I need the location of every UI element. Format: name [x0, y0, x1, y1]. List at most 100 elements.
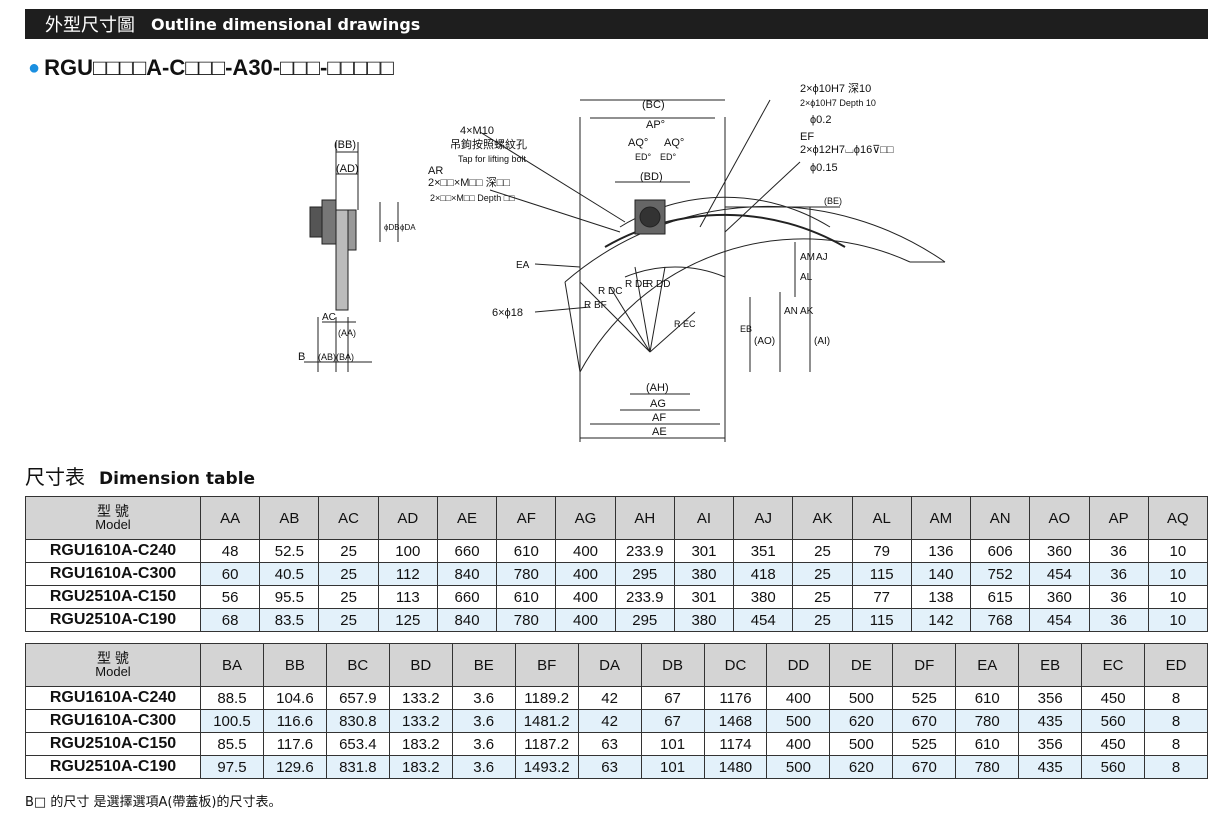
model-cell: RGU1610A-C300 [25, 562, 201, 586]
value-cell: 840 [436, 562, 498, 586]
value-cell: 660 [436, 539, 498, 563]
label-ar-spec: 2×□□×M□□ 深□□ [428, 176, 510, 189]
value-cell: 560 [1081, 755, 1146, 779]
value-cell: 101 [640, 755, 705, 779]
value-cell: 3.6 [451, 755, 516, 779]
value-cell: 620 [829, 709, 894, 733]
value-cell: 657.9 [325, 686, 390, 710]
value-cell: 42 [577, 709, 642, 733]
heading-en: Dimension table [99, 469, 256, 489]
title-zh: 外型尺寸圖 [45, 15, 135, 36]
value-cell: 780 [955, 709, 1020, 733]
label-ar-spec-en: 2×□□×M□□ Depth □□ [430, 193, 515, 203]
value-cell: 116.6 [262, 709, 327, 733]
value-cell: 380 [733, 585, 794, 609]
label-db: ϕDB [384, 223, 400, 232]
value-cell: 112 [377, 562, 438, 586]
column-header: AF [496, 496, 557, 540]
value-cell: 400 [766, 686, 831, 710]
label-bb: (BB) [334, 139, 356, 151]
value-cell: 36 [1088, 585, 1149, 609]
value-cell: 295 [614, 608, 675, 632]
value-cell: 450 [1081, 686, 1146, 710]
value-cell: 140 [910, 562, 972, 586]
value-cell: 125 [377, 608, 438, 632]
label-aa: (AA) [338, 328, 356, 338]
value-cell: 454 [733, 608, 794, 632]
value-cell: 100 [377, 539, 438, 563]
value-cell: 435 [1018, 709, 1083, 733]
value-cell: 36 [1088, 539, 1149, 563]
value-cell: 117.6 [262, 732, 327, 756]
label-rde: R DE [625, 279, 649, 290]
column-header: AD [377, 496, 438, 540]
value-cell: 615 [970, 585, 1031, 609]
label-ae: AE [652, 426, 667, 438]
value-cell: 400 [766, 732, 831, 756]
value-cell: 454 [1029, 608, 1090, 632]
column-header: BA [200, 643, 264, 687]
model-header-en: Model [95, 664, 131, 679]
section-title-bar: 外型尺寸圖 Outline dimensional drawings [25, 9, 1208, 39]
column-header: ED [1144, 643, 1208, 687]
value-cell: 36 [1088, 608, 1149, 632]
value-cell: 68 [199, 608, 261, 632]
value-cell: 48 [199, 539, 261, 563]
column-header: AI [673, 496, 735, 540]
value-cell: 42 [577, 686, 642, 710]
column-header: AB [259, 496, 320, 540]
value-cell: 67 [640, 709, 705, 733]
value-cell: 780 [496, 608, 557, 632]
column-header: AH [614, 496, 675, 540]
column-header: AP [1088, 496, 1149, 540]
outline-drawing: (BB) (AD) ϕDB ϕDA AC (AA) B (AB) (BA) 4×… [298, 82, 946, 442]
value-cell: 500 [829, 686, 894, 710]
column-header: AL [851, 496, 912, 540]
value-cell: 8 [1144, 732, 1208, 756]
value-cell: 10 [1147, 585, 1209, 609]
model-cell: RGU1610A-C300 [25, 709, 201, 733]
value-cell: 25 [792, 539, 853, 563]
value-cell: 79 [851, 539, 912, 563]
label-h12: 2×ϕ12H7⌴ϕ16⊽□□ [800, 144, 894, 156]
column-header: BD [388, 643, 453, 687]
model-cell: RGU2510A-C150 [25, 585, 201, 609]
label-ab: (AB) [318, 352, 336, 362]
value-cell: 115 [851, 608, 912, 632]
value-cell: 454 [1029, 562, 1090, 586]
value-cell: 8 [1144, 686, 1208, 710]
column-header: BE [451, 643, 516, 687]
value-cell: 660 [436, 585, 498, 609]
value-cell: 10 [1147, 562, 1209, 586]
value-cell: 183.2 [388, 755, 453, 779]
value-cell: 115 [851, 562, 912, 586]
label-ef: EF [800, 131, 814, 143]
column-header: AM [910, 496, 972, 540]
value-cell: 610 [496, 539, 557, 563]
label-rbf: R BF [584, 300, 607, 311]
model-header-zh: 型 號 [97, 503, 129, 519]
value-cell: 301 [673, 539, 735, 563]
value-cell: 138 [910, 585, 972, 609]
value-cell: 830.8 [325, 709, 390, 733]
model-header-en: Model [95, 517, 131, 532]
label-af: AF [652, 412, 666, 424]
label-m10-zh: 吊鉤按照螺紋孔 [450, 137, 527, 151]
model-code-line: ● RGU□□□□A-C□□□-A30-□□□-□□□□□ [28, 55, 394, 81]
value-cell: 380 [673, 562, 735, 586]
value-cell: 360 [1029, 539, 1090, 563]
value-cell: 435 [1018, 755, 1083, 779]
value-cell: 133.2 [388, 709, 453, 733]
model-cell: RGU2510A-C150 [25, 732, 201, 756]
value-cell: 95.5 [259, 585, 320, 609]
value-cell: 831.8 [325, 755, 390, 779]
footnote: B□ 的尺寸 是選擇選項A(帶蓋板)的尺寸表。 [25, 795, 282, 810]
value-cell: 610 [496, 585, 557, 609]
value-cell: 752 [970, 562, 1031, 586]
value-cell: 233.9 [614, 539, 675, 563]
